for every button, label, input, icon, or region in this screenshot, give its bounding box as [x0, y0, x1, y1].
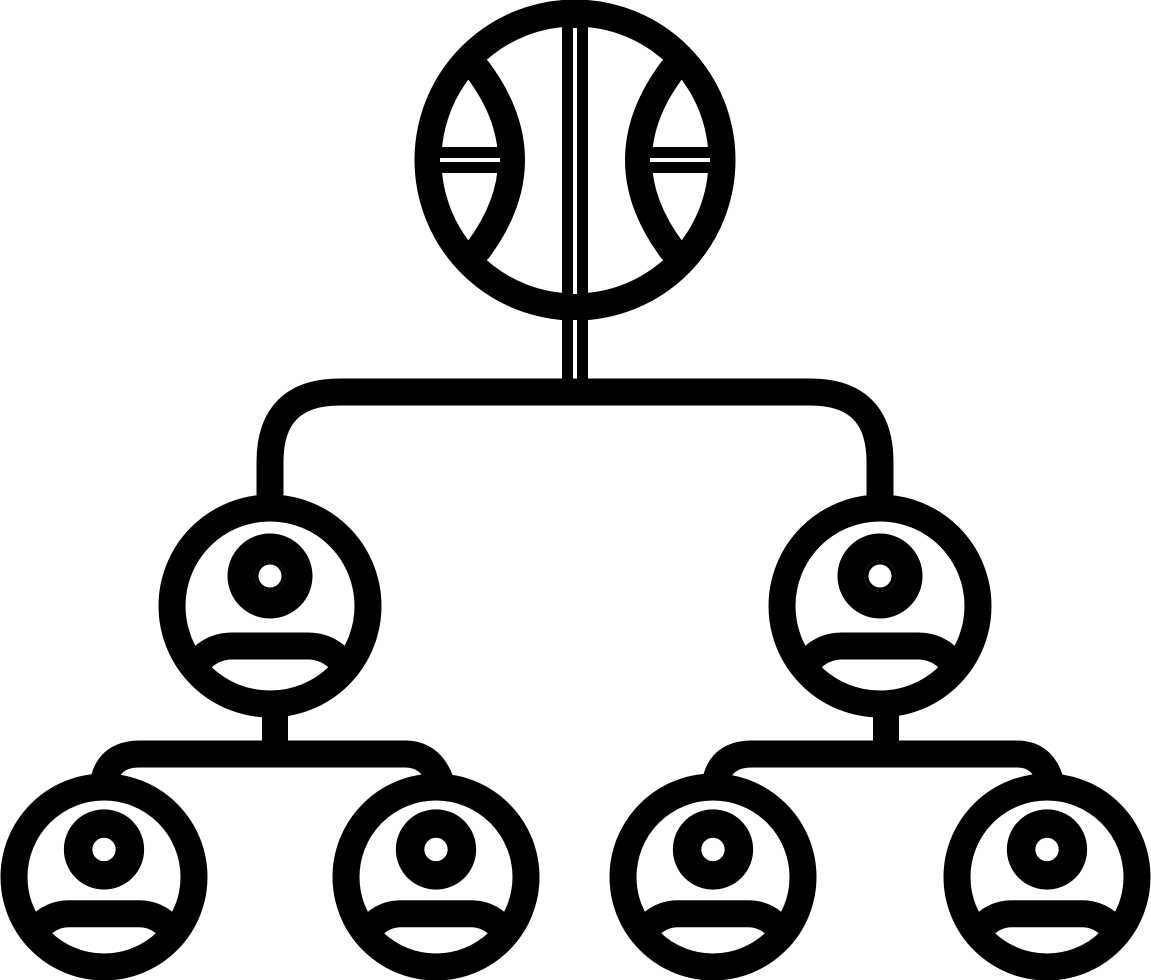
connector-root [256, 306, 894, 508]
basketball-icon [414, 0, 736, 321]
player-4-person-icon [943, 773, 1151, 980]
captain-left-person-icon [158, 494, 382, 718]
player-1-person-icon [0, 773, 208, 980]
connector-left [90, 716, 454, 794]
player-2-person-icon [332, 773, 540, 980]
captain-right-person-icon [768, 494, 992, 718]
connector-right [702, 716, 1064, 794]
player-3-person-icon [609, 773, 817, 980]
